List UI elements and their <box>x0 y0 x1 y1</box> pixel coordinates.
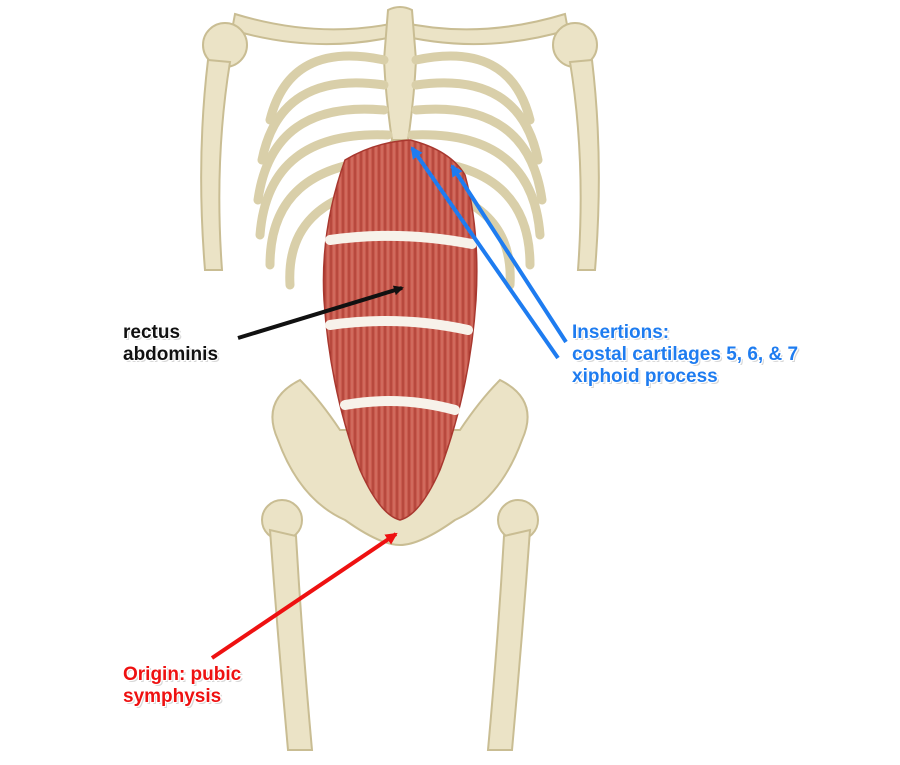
origin-label-line1: Origin: pubic <box>123 664 242 685</box>
origin-label-line2: symphysis <box>123 686 222 707</box>
insertion-arrow-xiphoid-icon <box>410 146 560 360</box>
insertions-label-line1: Insertions: <box>572 322 670 343</box>
right-humerus <box>568 58 600 271</box>
sternum <box>382 6 418 141</box>
rectus-arrow-icon <box>237 285 404 340</box>
rectus-label-line1: rectus <box>123 322 181 343</box>
right-clavicle <box>393 12 570 46</box>
origin-arrow-icon <box>210 532 398 660</box>
rectus-abdominis-muscle <box>322 139 478 521</box>
rectus-label-line2: abdominis <box>123 344 219 365</box>
insertion-arrow-cartilage-icon <box>450 164 568 344</box>
origin-label: Origin: pubic symphysis <box>123 664 241 708</box>
right-femur <box>486 528 532 751</box>
insertions-label: Insertions: costal cartilages 5, 6, & 7 … <box>572 322 798 388</box>
left-femur <box>268 528 314 751</box>
left-humerus <box>200 58 232 271</box>
insertions-label-line3: xiphoid process <box>572 366 718 387</box>
insertions-label-line2: costal cartilages 5, 6, & 7 <box>572 344 799 365</box>
rectus-label: rectus abdominis <box>123 322 218 366</box>
left-clavicle <box>230 12 407 46</box>
